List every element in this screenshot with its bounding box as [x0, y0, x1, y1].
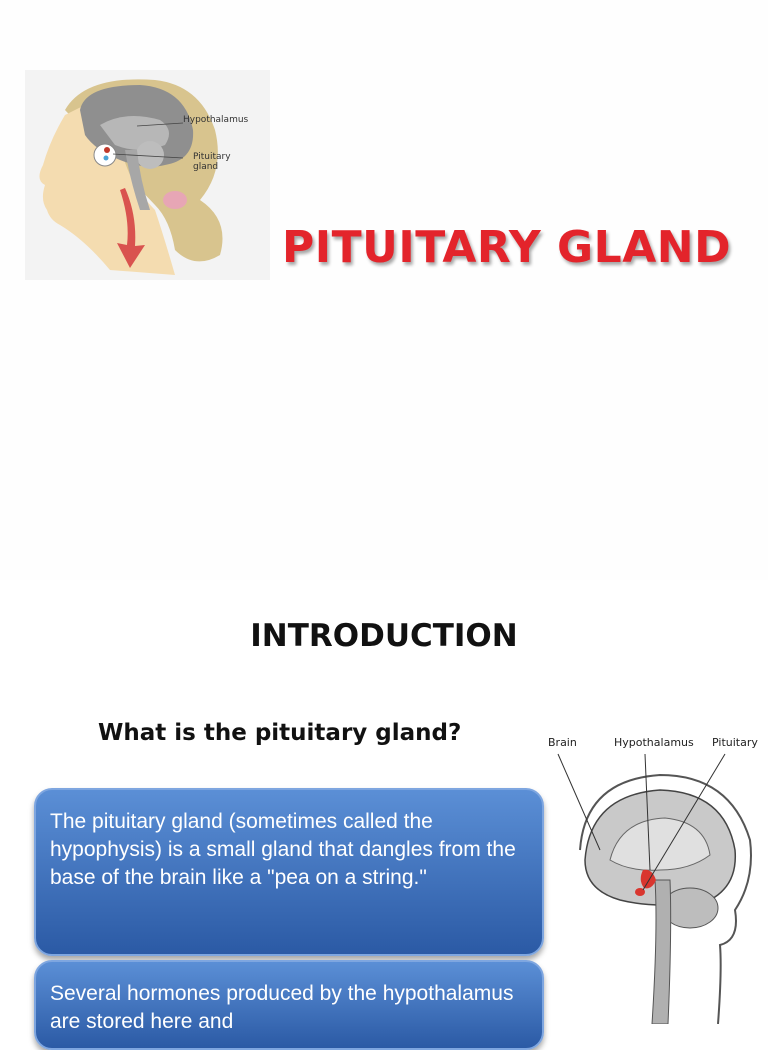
brain-label: Brain — [548, 736, 577, 749]
hormones-text: Several hormones produced by the hypotha… — [50, 982, 514, 1033]
question-heading: What is the pituitary gland? — [98, 720, 462, 746]
pituitary-label: Pituitary — [712, 736, 758, 749]
slide-title-text: PITUITARY GLAND — [282, 222, 732, 273]
pituitary-gland-label: Pituitary gland — [193, 152, 231, 172]
definition-text: The pituitary gland (sometimes called th… — [50, 810, 516, 889]
hypothalamus-label: Hypothalamus — [183, 115, 249, 125]
hypothalamus-label-2: Hypothalamus — [614, 736, 694, 749]
introduction-heading: INTRODUCTION — [250, 618, 518, 654]
slide-title: Hypothalamus Pituitary gland PITUITARY G… — [25, 70, 732, 280]
definition-bubble: The pituitary gland (sometimes called th… — [34, 788, 544, 956]
slide-introduction: INTRODUCTION What is the pituitary gland… — [0, 580, 768, 1050]
brain-diagram: Brain Hypothalamus Pituitary — [540, 736, 768, 1025]
head-anatomy-illustration: Hypothalamus Pituitary gland — [25, 70, 270, 280]
hormones-bubble: Several hormones produced by the hypotha… — [34, 960, 544, 1050]
